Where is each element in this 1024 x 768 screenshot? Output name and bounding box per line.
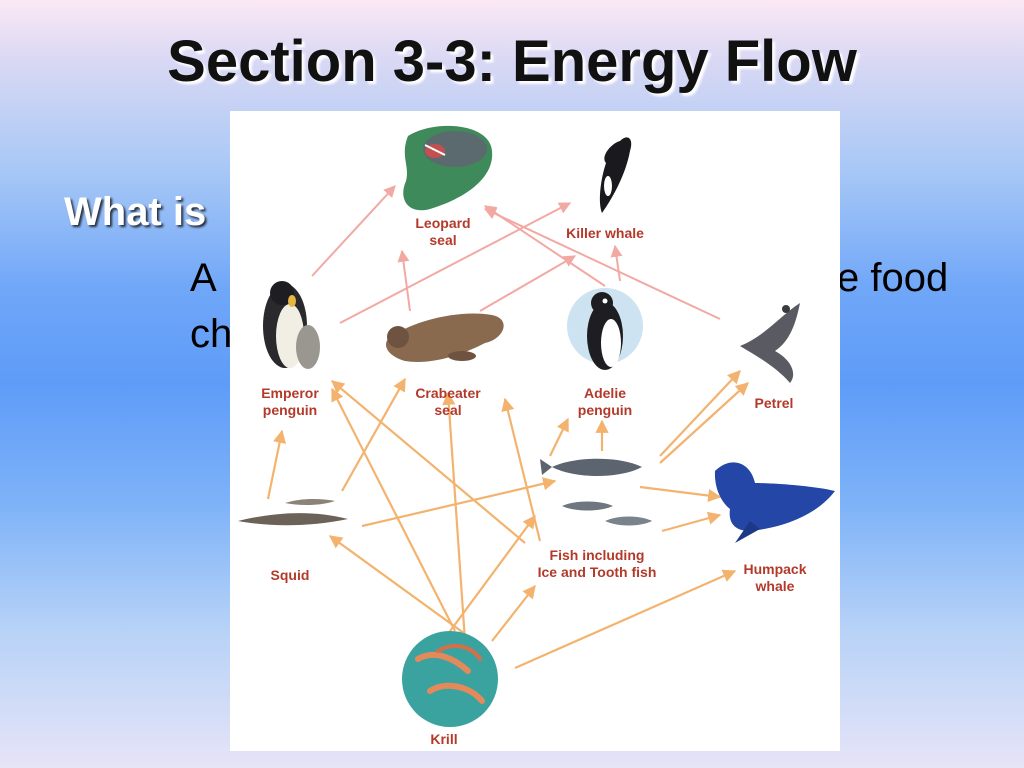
squid-icon — [238, 498, 348, 526]
food-web-diagram: Leopard seal Killer whale Emperor pengui… — [230, 111, 840, 751]
label-adelie-penguin: Adelie penguin — [577, 385, 633, 418]
predator-arrows — [311, 185, 721, 324]
label-fish: Fish including Ice and Tooth fish — [537, 547, 657, 580]
killer-whale-icon — [599, 137, 632, 213]
label-petrel: Petrel — [754, 395, 794, 411]
label-killer-whale: Killer whale — [566, 225, 644, 241]
answer-line-1-start: A — [190, 256, 217, 300]
slide-title: Section 3-3: Energy Flow — [167, 29, 857, 94]
food-web-arrows — [238, 125, 835, 727]
krill-icon — [402, 631, 498, 727]
fish-icon — [540, 458, 652, 526]
energy-arrows — [266, 370, 749, 670]
petrel-icon — [740, 303, 800, 383]
answer-line-2-start: ch — [190, 312, 233, 356]
label-emperor-penguin: Emperor penguin — [261, 385, 319, 418]
humpback-whale-icon — [714, 462, 835, 543]
label-humpback-whale: Humpack whale — [743, 561, 807, 594]
label-krill: Krill — [430, 731, 458, 747]
label-leopard-seal: Leopard seal — [415, 215, 471, 248]
label-crabeater-seal: Crabeater seal — [415, 385, 481, 418]
adelie-penguin-icon — [567, 288, 643, 370]
leopard-seal-icon — [403, 125, 493, 211]
emperor-penguin-icon — [263, 281, 320, 369]
label-squid: Squid — [270, 567, 310, 583]
answer-line-1-end: e food — [837, 256, 949, 300]
crabeater-seal-icon — [385, 313, 504, 362]
question-text: What is — [64, 190, 207, 234]
